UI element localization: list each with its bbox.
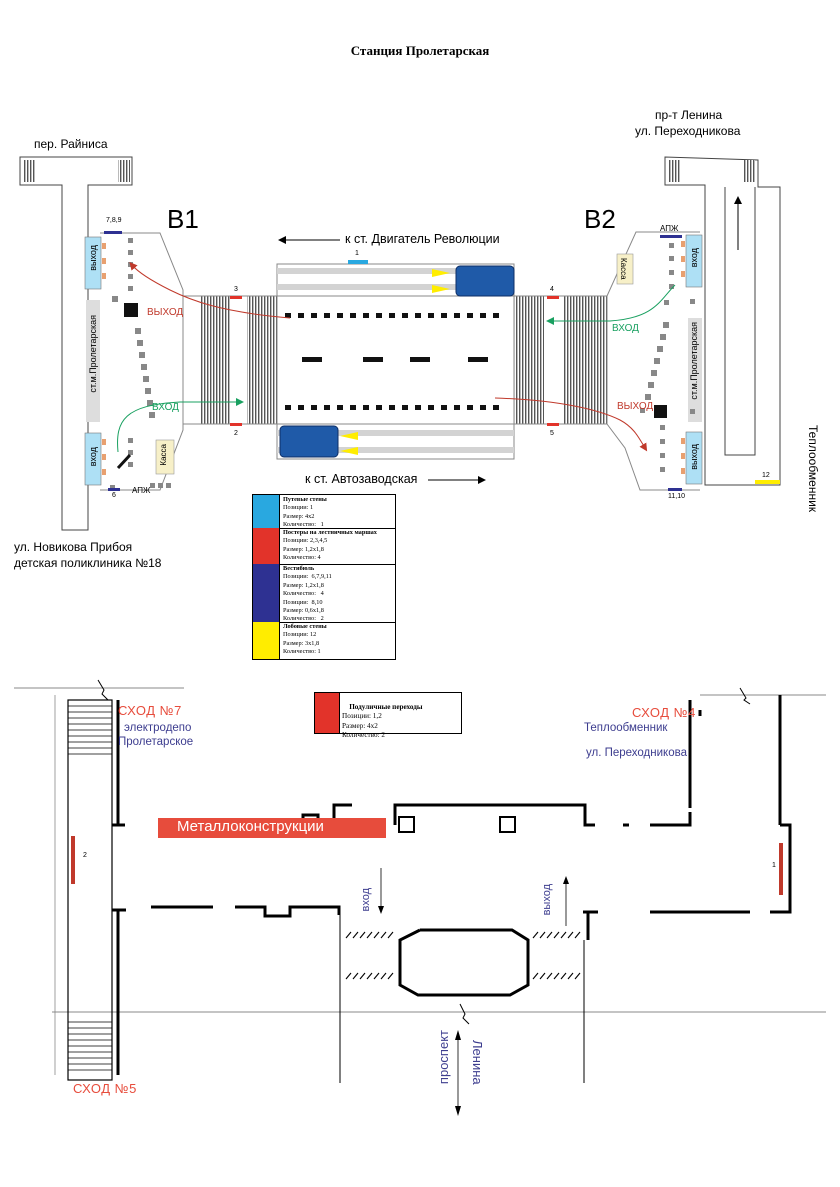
- direction-bottom-label: к ст. Автозаводская: [305, 472, 418, 486]
- direction-top-label: к ст. Двигатель Революции: [345, 232, 500, 246]
- poster-4: [547, 296, 559, 299]
- pos-1-label: 1: [355, 250, 359, 257]
- pos-2-label: 2: [234, 430, 238, 437]
- street-label-top-left: пер. Райниса: [34, 137, 108, 151]
- street-label-right-vertical: Теплообменник: [806, 425, 820, 513]
- vestibule-b2-label: В2: [584, 204, 616, 234]
- left-apzh-label: АПЖ: [132, 486, 151, 495]
- left-exit-label: выход: [88, 245, 98, 271]
- legend-swatch: [253, 564, 280, 622]
- right-exit-label: выход: [689, 444, 699, 470]
- pos-1110-label: 11,10: [668, 493, 685, 500]
- poster-5: [547, 423, 559, 426]
- street-label-top-right-1: пр-т Ленина: [655, 108, 723, 122]
- left-stair-top-l: [24, 160, 36, 182]
- vestibule-pos-1110: [668, 488, 682, 491]
- station-scheme: [19, 156, 781, 531]
- track-wall-1: [348, 260, 368, 264]
- pos-6-label: 6: [112, 492, 116, 499]
- pos-789-label: 7,8,9: [106, 217, 122, 224]
- avenue-label-1: проспект: [436, 1030, 451, 1085]
- underpass-pos-1-marker: [779, 843, 783, 895]
- left-kassa-label: Касса: [159, 444, 168, 466]
- pos-5-label: 5: [550, 430, 554, 437]
- street-label-bottom-left-2: детская поликлиника №18: [14, 556, 162, 570]
- exit-4-sub2: ул. Переходникова: [586, 747, 687, 759]
- exit-7-sub2: Пролетарское: [118, 736, 194, 748]
- street-label-top-right-2: ул. Переходникова: [635, 124, 741, 138]
- underpass-legend-swatch: [315, 693, 340, 733]
- right-entrance-label: вход: [689, 248, 699, 268]
- right-kassa-label: Касса: [619, 258, 628, 280]
- legend-swatch: [253, 622, 280, 659]
- exit-7-label: СХОД №7: [118, 703, 182, 718]
- left-stair-top-r: [118, 160, 130, 182]
- right-station-label: ст.м.Пролетарская: [689, 322, 699, 400]
- left-entrance-flow-label: ВХОД: [152, 402, 179, 413]
- left-station-label: ст.м.Пролетарская: [88, 315, 98, 393]
- left-street: [19, 156, 133, 531]
- vestibule-b1-label: В1: [167, 204, 199, 234]
- right-apzh-label: АПЖ: [660, 224, 679, 233]
- legend-swatch: [253, 495, 280, 528]
- underpass-pos-2-label: 2: [83, 852, 87, 859]
- building-label: Металлоконструкции: [177, 818, 324, 835]
- street-label-bottom-left-1: ул. Новикова Прибоя: [14, 540, 133, 554]
- pos-4-label: 4: [550, 286, 554, 293]
- poster-3: [230, 296, 242, 299]
- right-exit-flow-label: ВЫХОД: [617, 401, 654, 412]
- right-street: [664, 156, 781, 486]
- left-entrance-label: вход: [88, 447, 98, 467]
- exit-5-label: СХОД №5: [73, 1081, 137, 1096]
- exit-4-label: СХОД №4: [632, 705, 696, 720]
- vestibule-pos-apzh: [660, 235, 682, 238]
- exit-4-sub1: Теплообменник: [584, 722, 668, 734]
- pos-3-label: 3: [234, 286, 238, 293]
- avenue-label-2: Ленина: [470, 1040, 485, 1085]
- poster-2: [230, 423, 242, 426]
- exit-7-sub1: электродепо: [124, 722, 192, 734]
- underpass-pos-2-marker: [71, 836, 75, 884]
- pos-12-label: 12: [762, 472, 770, 479]
- underpass-entrance-label: вход: [360, 888, 372, 912]
- frontal-wall-12: [755, 480, 780, 484]
- page-title: Станция Пролетарская: [350, 43, 490, 58]
- underpass-exit-label: выход: [541, 884, 553, 916]
- right-entrance-flow-label: ВХОД: [612, 323, 639, 334]
- vestibule-pos-6: [108, 488, 120, 491]
- underpass-pos-1-label: 1: [772, 862, 776, 869]
- left-exit-flow-label: ВЫХОД: [147, 307, 184, 318]
- vestibule-pos-789: [104, 231, 122, 234]
- legend-swatch: [253, 528, 280, 564]
